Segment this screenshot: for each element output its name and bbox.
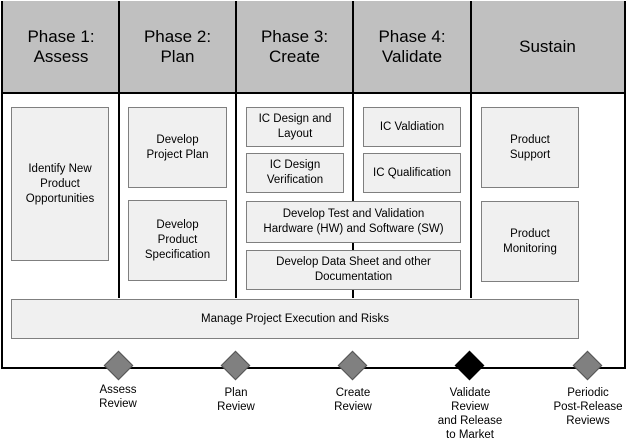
ic-validation-box: IC Valdiation	[363, 107, 461, 147]
product-support-box: Product Support	[481, 107, 579, 188]
gate-label: Create Review	[334, 387, 372, 413]
column-divider	[118, 1, 120, 298]
identify-new-product-box: Identify New Product Opportunities	[11, 107, 109, 261]
column-divider	[470, 1, 472, 298]
ic-design-verification-box: IC Design Verification	[246, 153, 344, 193]
develop-product-specification-box: Develop Product Specification	[128, 200, 227, 281]
product-monitoring-box: Product Monitoring	[481, 201, 579, 282]
phase-3-header: Phase 3: Create	[236, 1, 353, 94]
gate-label: Periodic Post-Release Reviews	[553, 387, 623, 427]
phase-1-header: Phase 1: Assess	[3, 1, 119, 94]
column-divider	[352, 1, 354, 298]
develop-data-sheet-box: Develop Data Sheet and other Documentati…	[246, 250, 461, 290]
develop-project-plan-box: Develop Project Plan	[128, 107, 227, 188]
phase-4-header: Phase 4: Validate	[353, 1, 471, 94]
gate-label: Assess Review	[99, 384, 137, 410]
column-divider	[235, 1, 237, 298]
ic-qualification-box: IC Qualification	[363, 153, 461, 193]
gate-label: Plan Review	[217, 387, 255, 413]
sustain-header: Sustain	[471, 1, 624, 94]
manage-project-box: Manage Project Execution and Risks	[11, 299, 579, 339]
ic-design-layout-box: IC Design and Layout	[246, 107, 344, 147]
phase-2-header: Phase 2: Plan	[119, 1, 236, 94]
gate-label: Validate Review and Release to Market	[437, 387, 503, 441]
develop-test-hardware-box: Develop Test and Validation Hardware (HW…	[246, 201, 461, 243]
